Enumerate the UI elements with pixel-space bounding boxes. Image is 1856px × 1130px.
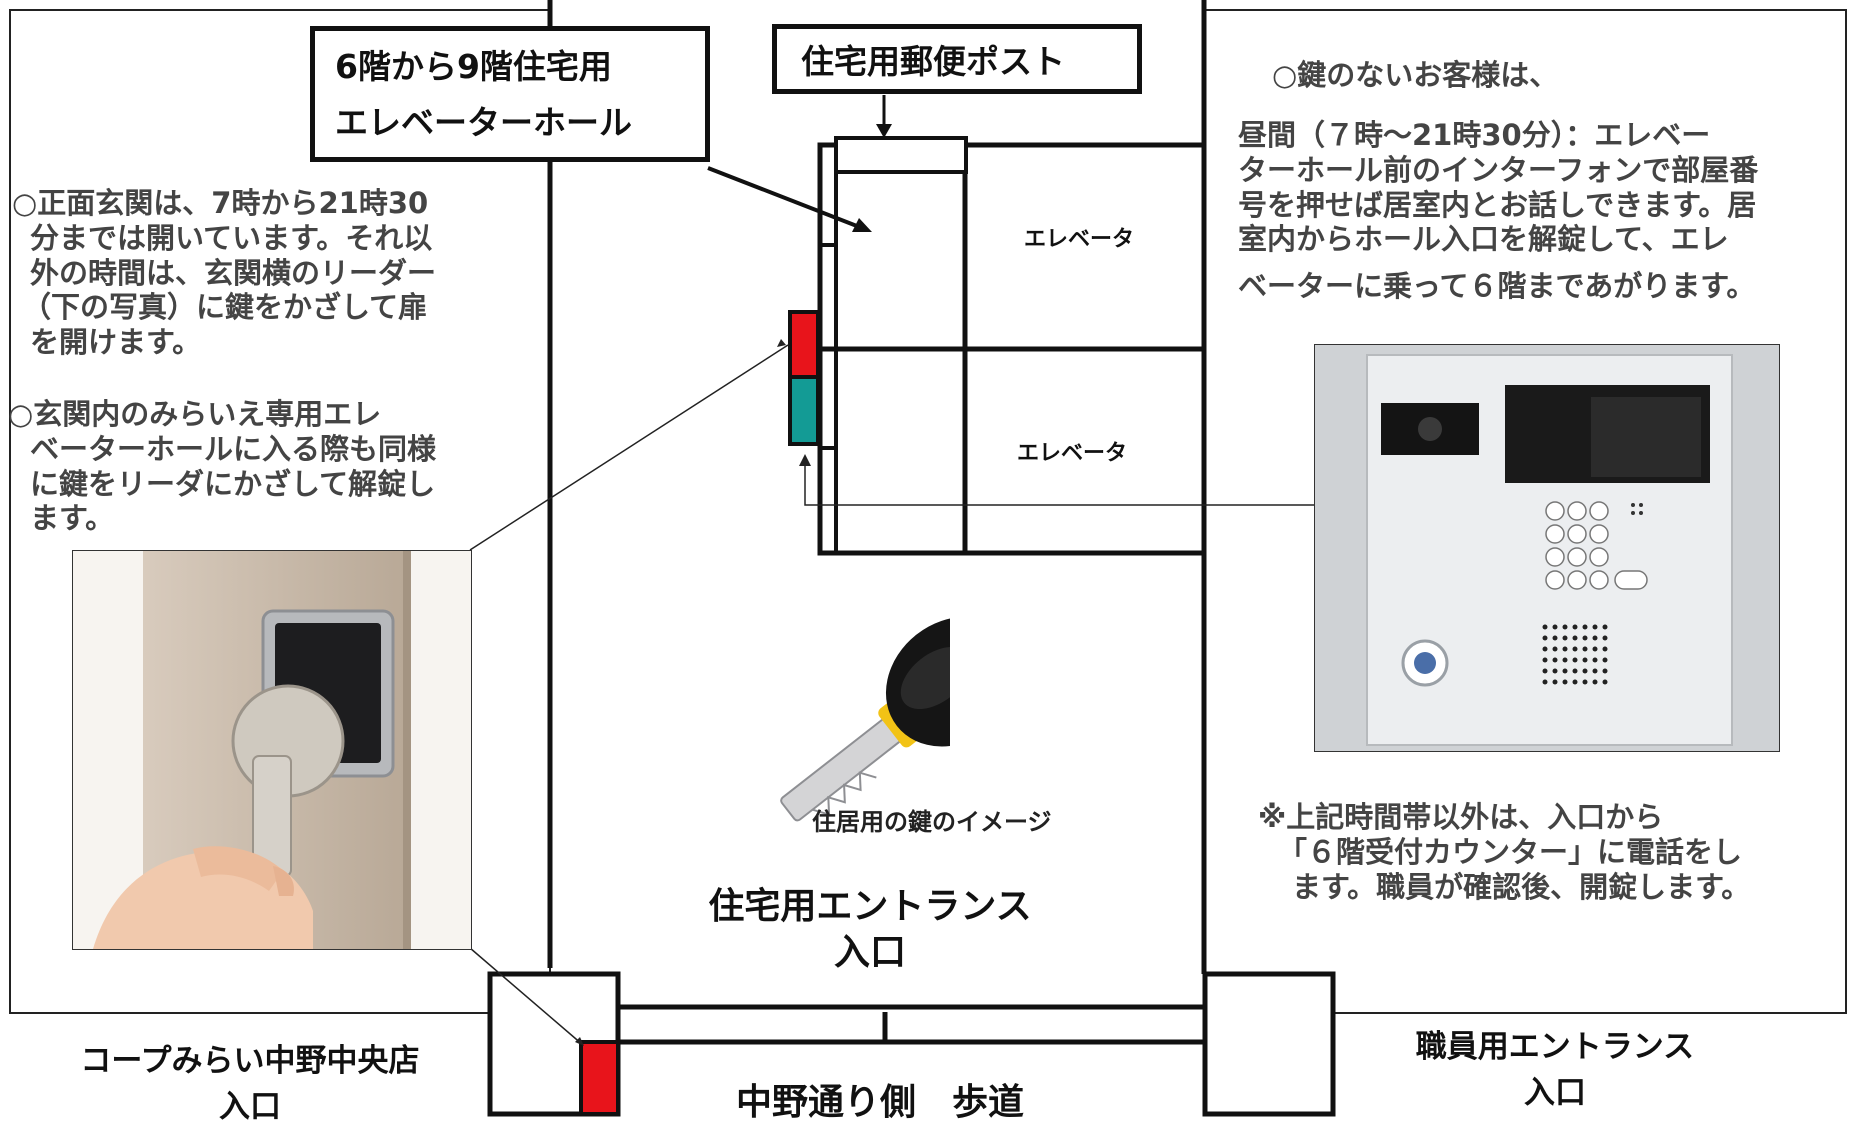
elevator-hall-label-line1: 6階から9階住宅用 (335, 47, 612, 86)
card-reader-photo (72, 550, 472, 950)
leader-reader (469, 344, 789, 551)
sidewalk-label: 中野通り側 歩道 (735, 1082, 1024, 1123)
after-hours-line: ます。職員が確認後、開錠します。 (1292, 869, 1751, 904)
intercom-connector (804, 458, 1314, 506)
elevator-hall-label-line2: エレベーターホール (335, 103, 632, 142)
elevator-label-top: エレベータ (1024, 227, 1135, 252)
hall-arrow (707, 166, 863, 230)
daytime-line: ベーターに乗って６階まであがります。 (1238, 269, 1756, 304)
elevator-hall-line: ○玄関内のみらいえ専用エレ (8, 397, 382, 431)
card-reader-illustration (73, 551, 471, 949)
hall-arrowhead (852, 218, 872, 232)
intercom-arrowhead (799, 454, 811, 466)
front-door-line: 分までは開いています。それ以 (30, 220, 433, 255)
house-key-illustration (780, 616, 950, 822)
reader-teal (788, 375, 820, 446)
staff-entrance-line1: 職員用エントランス (1415, 1029, 1695, 1065)
right-zone-outline (1202, 9, 1847, 1014)
mailbox-label-box: 住宅用郵便ポスト (772, 24, 1142, 94)
residential-entrance-line2: 入口 (833, 932, 906, 973)
front-door-line: を開けます。 (30, 325, 202, 360)
coop-entrance-line2: 入口 (219, 1089, 281, 1125)
elevator-hall-line: ます。 (30, 501, 115, 536)
daytime-note: 昼間（７時～21時30分）：エレベー ターホール前のインターフォンで部屋番 号を… (1238, 118, 1848, 304)
front-door-line: （下の写真）に鍵をかざして扉 (22, 290, 428, 325)
leader-arrowhead-entrance (575, 1037, 584, 1046)
intercom-photo (1314, 344, 1780, 752)
mailbox-arrowhead (876, 124, 892, 138)
no-key-heading: ○鍵のないお客様は、 (1272, 58, 1559, 92)
daytime-line: ターホール前のインターフォンで部屋番 (1238, 152, 1759, 187)
leader-entrance-reader (469, 947, 584, 1046)
coop-entrance-line1: コープみらい中野中央店 (80, 1043, 420, 1079)
elevator-hall-line: ベーターホールに入る際も同様 (30, 431, 437, 466)
daytime-line: 昼間（７時～21時30分）：エレベー (1238, 118, 1711, 152)
key-photo (700, 605, 950, 835)
after-hours-line: ※上記時間帯以外は、入口から (1258, 800, 1664, 834)
after-hours-line: 「６階受付カウンター」に電話をし (1278, 834, 1743, 869)
staff-entrance-frame (1202, 971, 1336, 1117)
residential-entrance-label: 住宅用エントランス 入口 (700, 884, 1040, 976)
elevator-hall-label-box: 6階から9階住宅用 エレベーターホール (310, 26, 710, 162)
daytime-line: 室内からホール入口を解錠して、エレ (1238, 222, 1729, 257)
elevator-label-bottom: エレベータ (1017, 441, 1128, 466)
after-hours-note: ※上記時間帯以外は、入口から 「６階受付カウンター」に電話をし ます。職員が確認… (1258, 800, 1856, 904)
mailbox-block (834, 136, 968, 174)
staff-entrance-label: 職員用エントランス 入口 (1360, 1024, 1750, 1116)
residential-entrance-line1: 住宅用エントランス (708, 886, 1032, 927)
mailbox-label: 住宅用郵便ポスト (801, 42, 1065, 81)
intercom-panel-illustration (1315, 345, 1779, 751)
coop-entrance-label: コープみらい中野中央店 入口 (40, 1038, 460, 1130)
leader-arrowhead-reader (777, 339, 786, 347)
entrance-reader-red (579, 1040, 620, 1116)
staff-entrance-line2: 入口 (1524, 1075, 1586, 1111)
front-door-line: 外の時間は、玄関横のリーダー (30, 255, 437, 290)
reader-red (788, 310, 820, 379)
elevator-hall-line: に鍵をリーダにかざして解錠し (30, 466, 436, 501)
front-door-line: ○正面玄関は、7時から21時30 (12, 186, 429, 220)
elevator-hall-note: ○玄関内のみらいえ専用エレ ベーターホールに入る際も同様 に鍵をリーダにかざして… (8, 397, 508, 536)
front-door-note: ○正面玄関は、7時から21時30 分までは開いています。それ以 外の時間は、玄関… (12, 186, 512, 360)
daytime-line: 号を押せば居室内とお話しできます。居 (1238, 187, 1757, 222)
key-caption: 住居用の鍵のイメージ (812, 808, 1052, 836)
